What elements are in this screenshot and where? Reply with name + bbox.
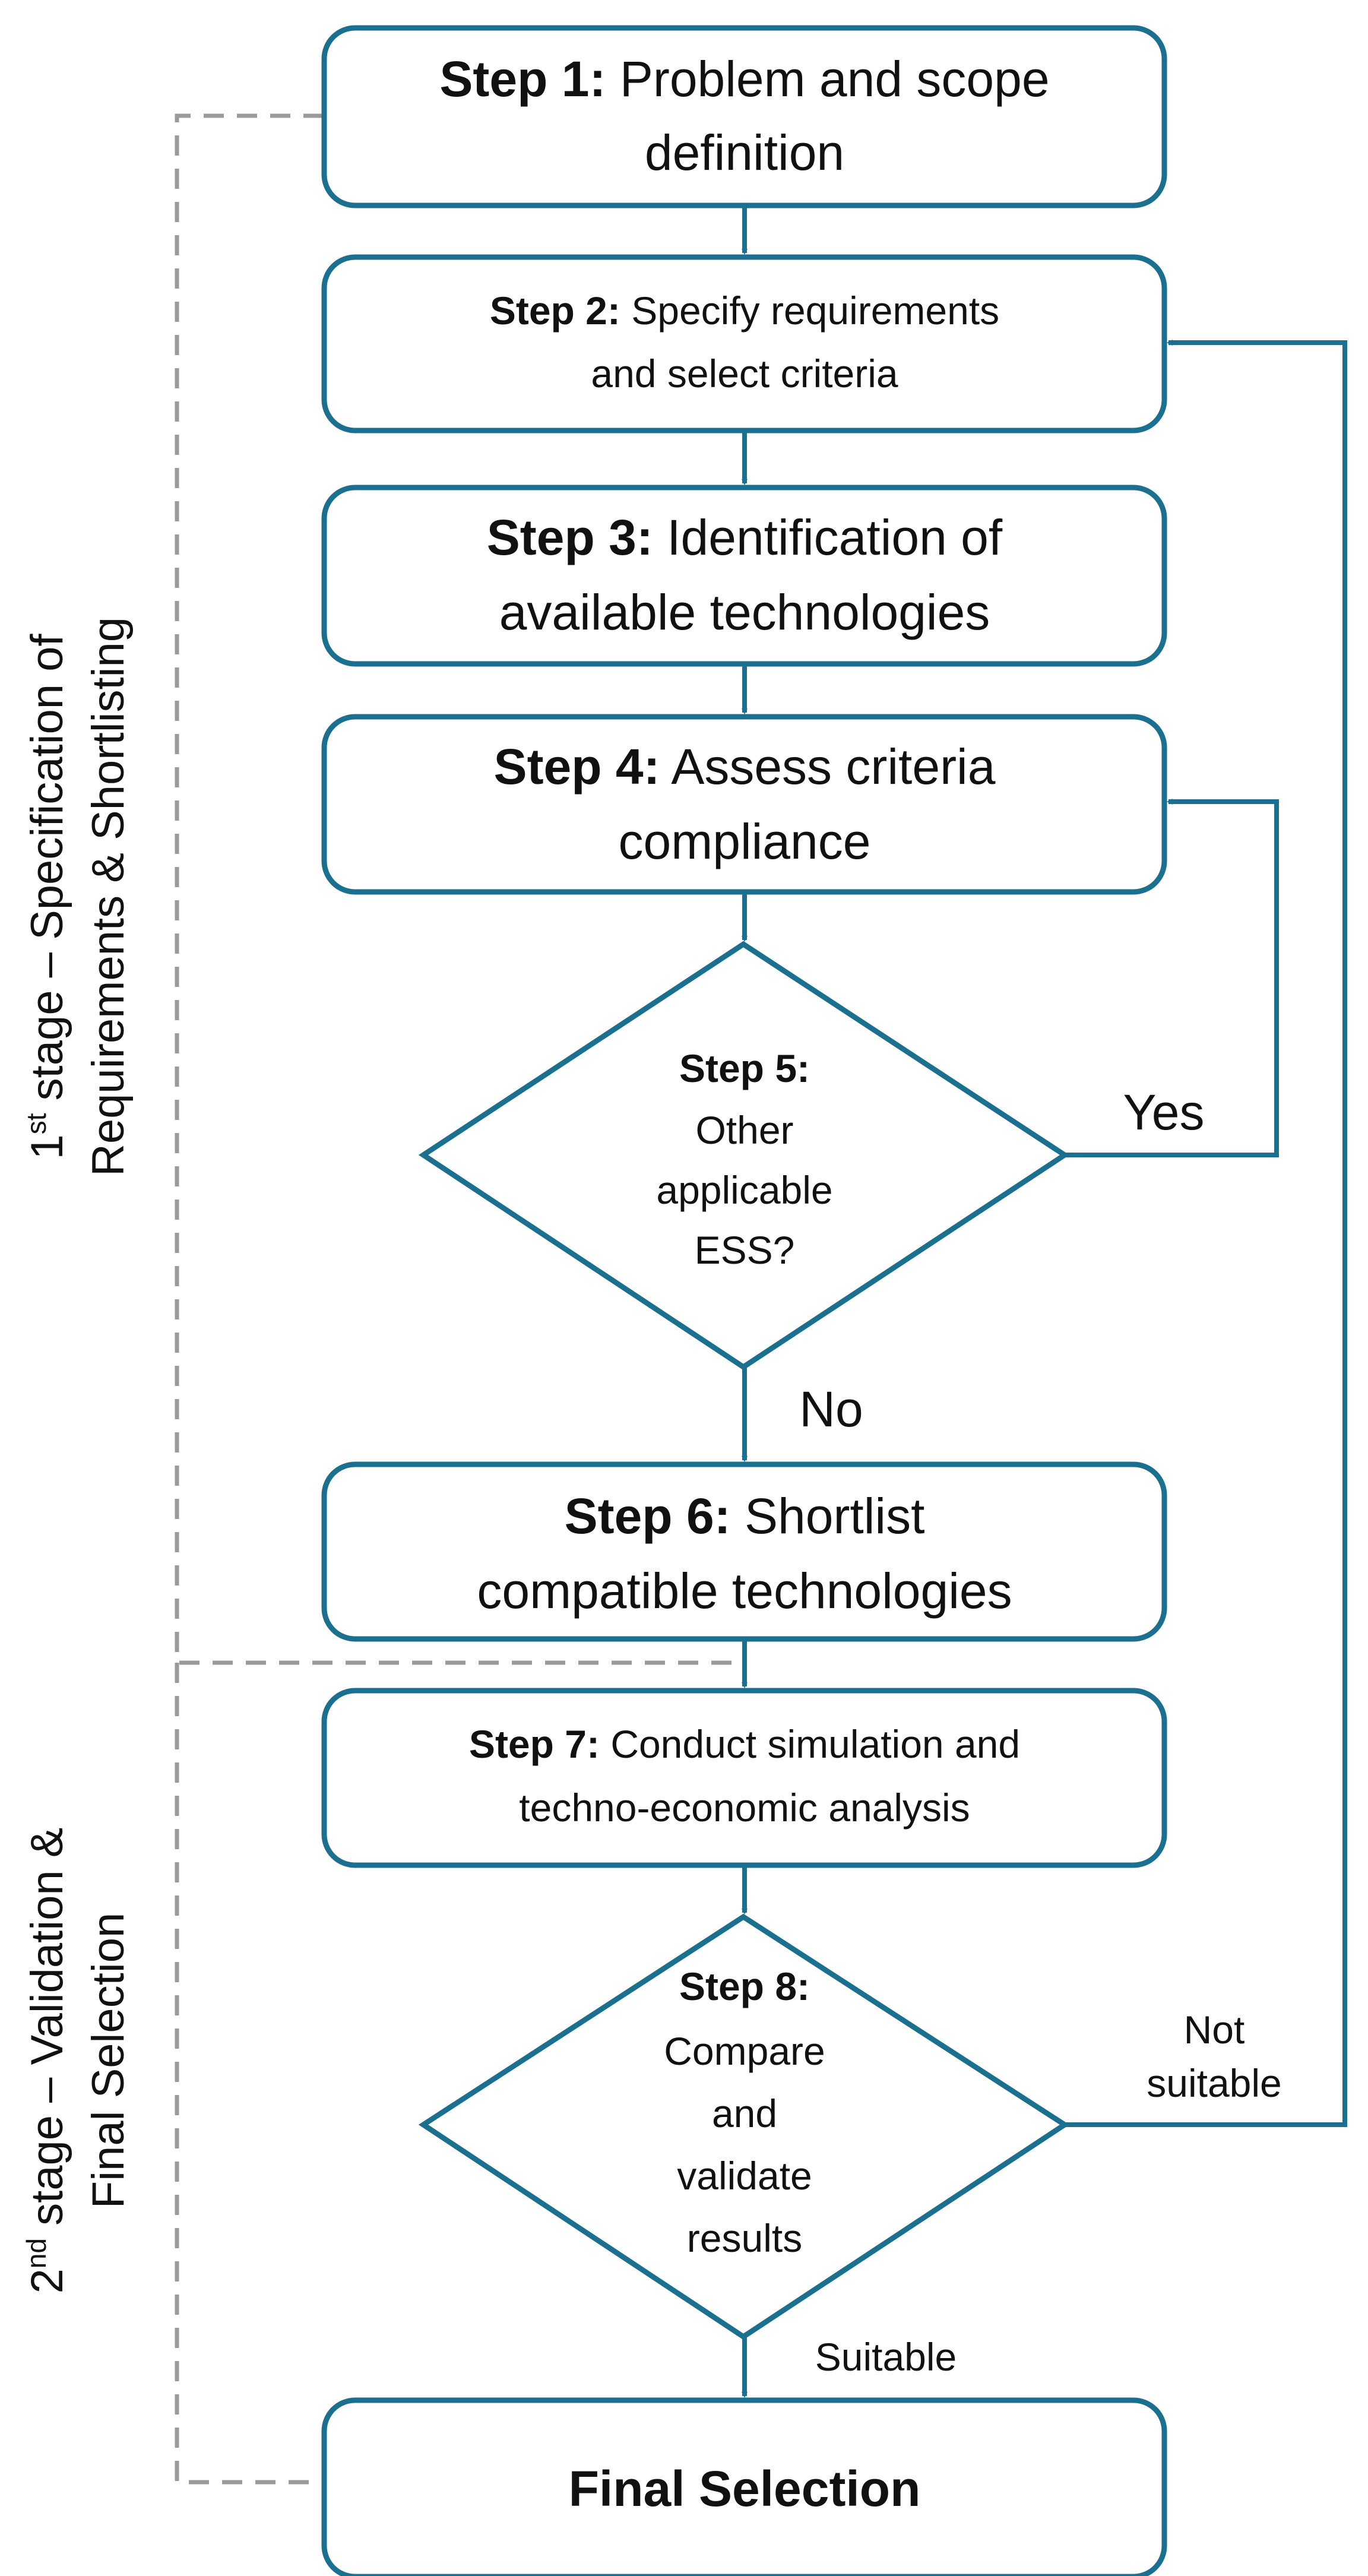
- step8-text-line1: Compare: [664, 2029, 825, 2073]
- arrow-step8-not-suitable-step2: [1065, 340, 1347, 2127]
- step5-text-line3: ESS?: [695, 1228, 795, 1272]
- step5-text-line2: applicable: [656, 1168, 832, 1212]
- yes-label: Yes: [1123, 1084, 1204, 1140]
- step4-text: Step 4: Assess criteria: [494, 739, 996, 795]
- second-stage-bracket: [175, 1663, 324, 2485]
- step5-label: Step 5:: [679, 1046, 810, 1090]
- step6-text: Step 6: Shortlist: [565, 1488, 925, 1544]
- arrow-step5-yes-step4: [1065, 799, 1279, 1157]
- first-stage-bracket: [175, 113, 736, 1665]
- step7-text: Step 7: Conduct simulation and: [469, 1722, 1020, 1766]
- step7-text-line2: techno-economic analysis: [519, 1786, 970, 1830]
- no-label: No: [799, 1381, 863, 1437]
- step1-text: Step 1: Problem and scope: [439, 51, 1049, 107]
- step8-text-line3: validate: [677, 2154, 812, 2198]
- step5-text-line1: Other: [695, 1108, 793, 1152]
- not-suitable-label-line1: Not: [1184, 2008, 1245, 2052]
- step2-text: Step 2: Specify requirements: [490, 289, 999, 333]
- final-selection-text: Final Selection: [569, 2461, 921, 2517]
- not-suitable-label-line2: suitable: [1147, 2061, 1282, 2105]
- suitable-label: Suitable: [815, 2335, 957, 2379]
- step3-text-line2: available technologies: [499, 584, 990, 640]
- final-selection-box: [321, 2397, 1167, 2576]
- step6-text-line2: compatible technologies: [477, 1563, 1012, 1619]
- step8-text-line2: and: [712, 2091, 777, 2135]
- step8-text-line4: results: [687, 2216, 802, 2260]
- step1-text-line2: definition: [645, 125, 844, 181]
- step8-label: Step 8:: [679, 1964, 810, 2008]
- first-stage-label-line1: 1st stage – Specification of: [21, 634, 72, 1160]
- step2-text-line2: and select criteria: [591, 352, 898, 395]
- first-stage-label: 1st stage – Specification of Requirement…: [21, 617, 134, 1176]
- step4-text-line2: compliance: [619, 814, 871, 869]
- step2-box: [321, 254, 1167, 433]
- step3-text: Step 3: Identification of: [487, 509, 1003, 565]
- second-stage-label: 2nd stage – Validation & Final Selection: [21, 1828, 134, 2294]
- second-stage-label-line1: 2nd stage – Validation &: [21, 1828, 72, 2294]
- step7-box: [321, 1688, 1167, 1868]
- first-stage-label-line2: Requirements & Shortlisting: [83, 617, 134, 1176]
- connectors: [742, 205, 1347, 2398]
- second-stage-label-line2: Final Selection: [83, 1913, 134, 2209]
- stage-dividers: [175, 113, 736, 2485]
- step5-diamond: [418, 941, 1070, 1371]
